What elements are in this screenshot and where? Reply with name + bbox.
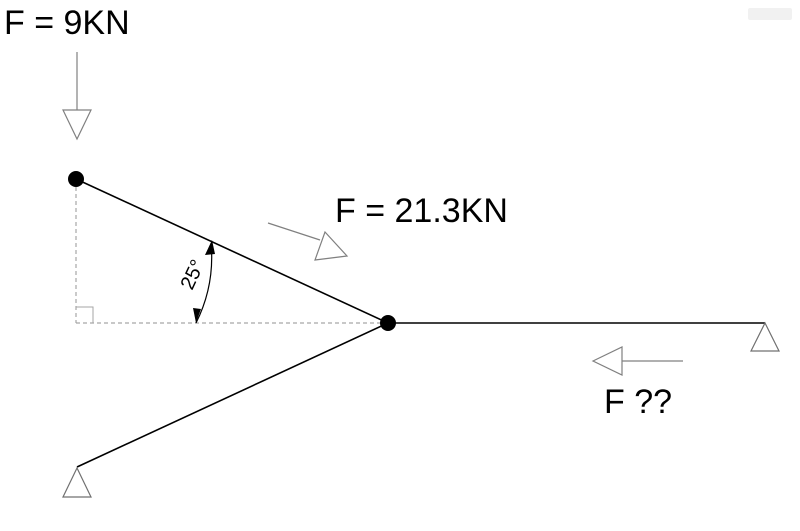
- angle-arc-arrowhead-bottom: [193, 308, 201, 323]
- force-arrow-diagonal-head: [314, 230, 349, 261]
- force-arrow-diagonal-shaft: [267, 222, 321, 241]
- force-top-label: F = 9KN: [4, 4, 130, 42]
- right-support: [750, 321, 780, 352]
- right-angle-marker: [76, 306, 94, 323]
- watermark-logo: [748, 8, 792, 20]
- force-arrow-unknown-head: [591, 346, 623, 376]
- center-joint: [380, 315, 396, 331]
- top-joint: [68, 171, 84, 187]
- bottom-left-support: [62, 466, 92, 498]
- angle-label: 25°: [177, 256, 210, 293]
- lower-diagonal-member: [76, 322, 389, 468]
- force-arrow-top-head: [62, 109, 92, 141]
- force-unknown-label: F ??: [604, 383, 673, 421]
- upper-diagonal-member: [75, 178, 389, 324]
- angle-arc-arrowhead-top: [205, 240, 215, 255]
- force-diagonal-label: F = 21.3KN: [335, 192, 508, 230]
